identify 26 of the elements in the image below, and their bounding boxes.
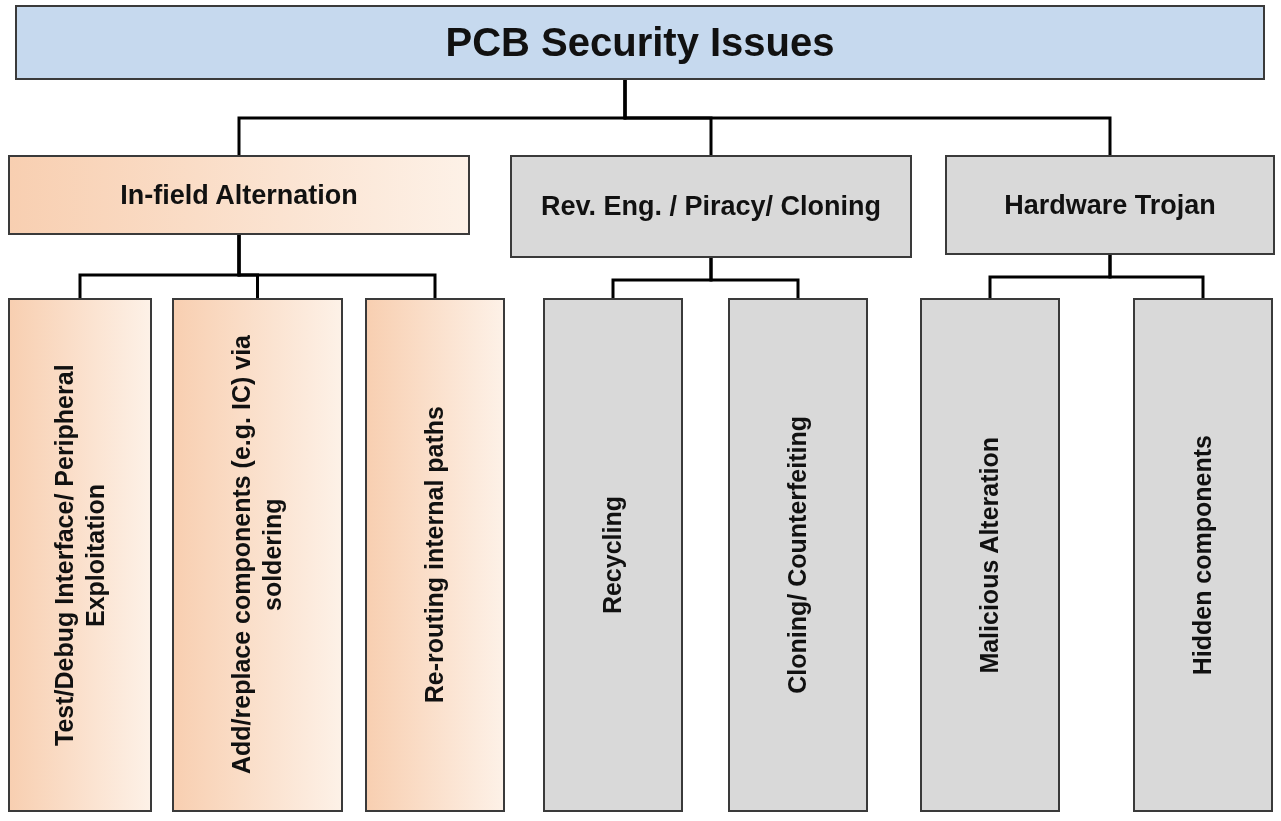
- category-box: [8, 155, 470, 235]
- node-label: Recycling: [597, 495, 628, 615]
- node-label: Rev. Eng. / Piracy/ Cloning: [539, 191, 883, 222]
- node-label: Add/replace components (e.g. IC) via soldering: [226, 334, 288, 777]
- leaf-box: [728, 298, 868, 812]
- category-box: [945, 155, 1275, 255]
- node-label: PCB Security Issues: [444, 20, 836, 65]
- category-box: [510, 155, 912, 258]
- node-label: Re-routing internal paths: [419, 406, 450, 704]
- leaf-box: [920, 298, 1060, 812]
- leaf-box: [8, 298, 152, 812]
- node-label: Malicious Alteration: [974, 436, 1005, 674]
- node-label: Hardware Trojan: [1003, 189, 1217, 221]
- connector-line: [1108, 255, 1205, 298]
- node-label: Hidden components: [1187, 434, 1218, 676]
- node-label: In-field Alternation: [119, 179, 359, 211]
- leaf-box: [172, 298, 343, 812]
- connector-line: [237, 235, 437, 298]
- leaf-box: [543, 298, 683, 812]
- title-box: [15, 5, 1265, 80]
- connector-line: [623, 80, 1112, 155]
- connector-line: [709, 258, 800, 298]
- leaf-box: [1133, 298, 1273, 812]
- leaf-box: [365, 298, 505, 812]
- node-label: Cloning/ Counterfeiting: [782, 416, 813, 694]
- node-label: Test/Debug Interface/ Peripheral Exploitation: [48, 363, 110, 748]
